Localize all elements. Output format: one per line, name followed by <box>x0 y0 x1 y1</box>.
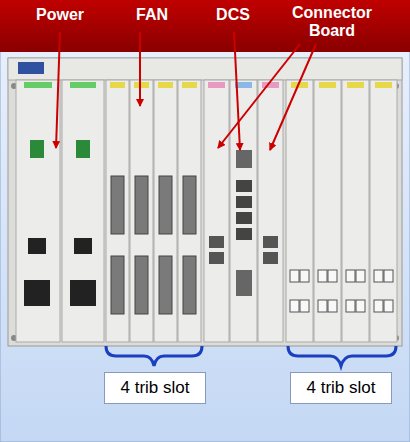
logo <box>18 62 44 74</box>
slot-label: 4 trib slot <box>121 378 190 398</box>
part-label: FAN <box>130 6 174 24</box>
dsub-connector <box>111 176 196 314</box>
trib-card <box>106 80 201 342</box>
chassis <box>8 58 402 346</box>
slot-label: 4 trib slot <box>307 378 376 398</box>
card-tab <box>110 82 197 88</box>
slot-bracket <box>106 346 396 366</box>
background-panel <box>0 36 410 442</box>
slot-box: 4 trib slot <box>290 372 392 404</box>
slot-box: 4 trib slot <box>104 372 206 404</box>
optical-port <box>290 270 393 312</box>
chassis-top <box>8 58 402 80</box>
connector-board <box>258 80 283 342</box>
dcs-card <box>204 80 257 342</box>
trib-card <box>286 80 397 342</box>
part-label: Power <box>28 6 92 24</box>
part-label: Connector Board <box>284 4 380 40</box>
card-tab <box>291 82 392 88</box>
leader-arrow <box>56 32 316 150</box>
power-card <box>16 80 104 342</box>
part-label: DCS <box>208 6 258 24</box>
header-band <box>0 0 410 52</box>
